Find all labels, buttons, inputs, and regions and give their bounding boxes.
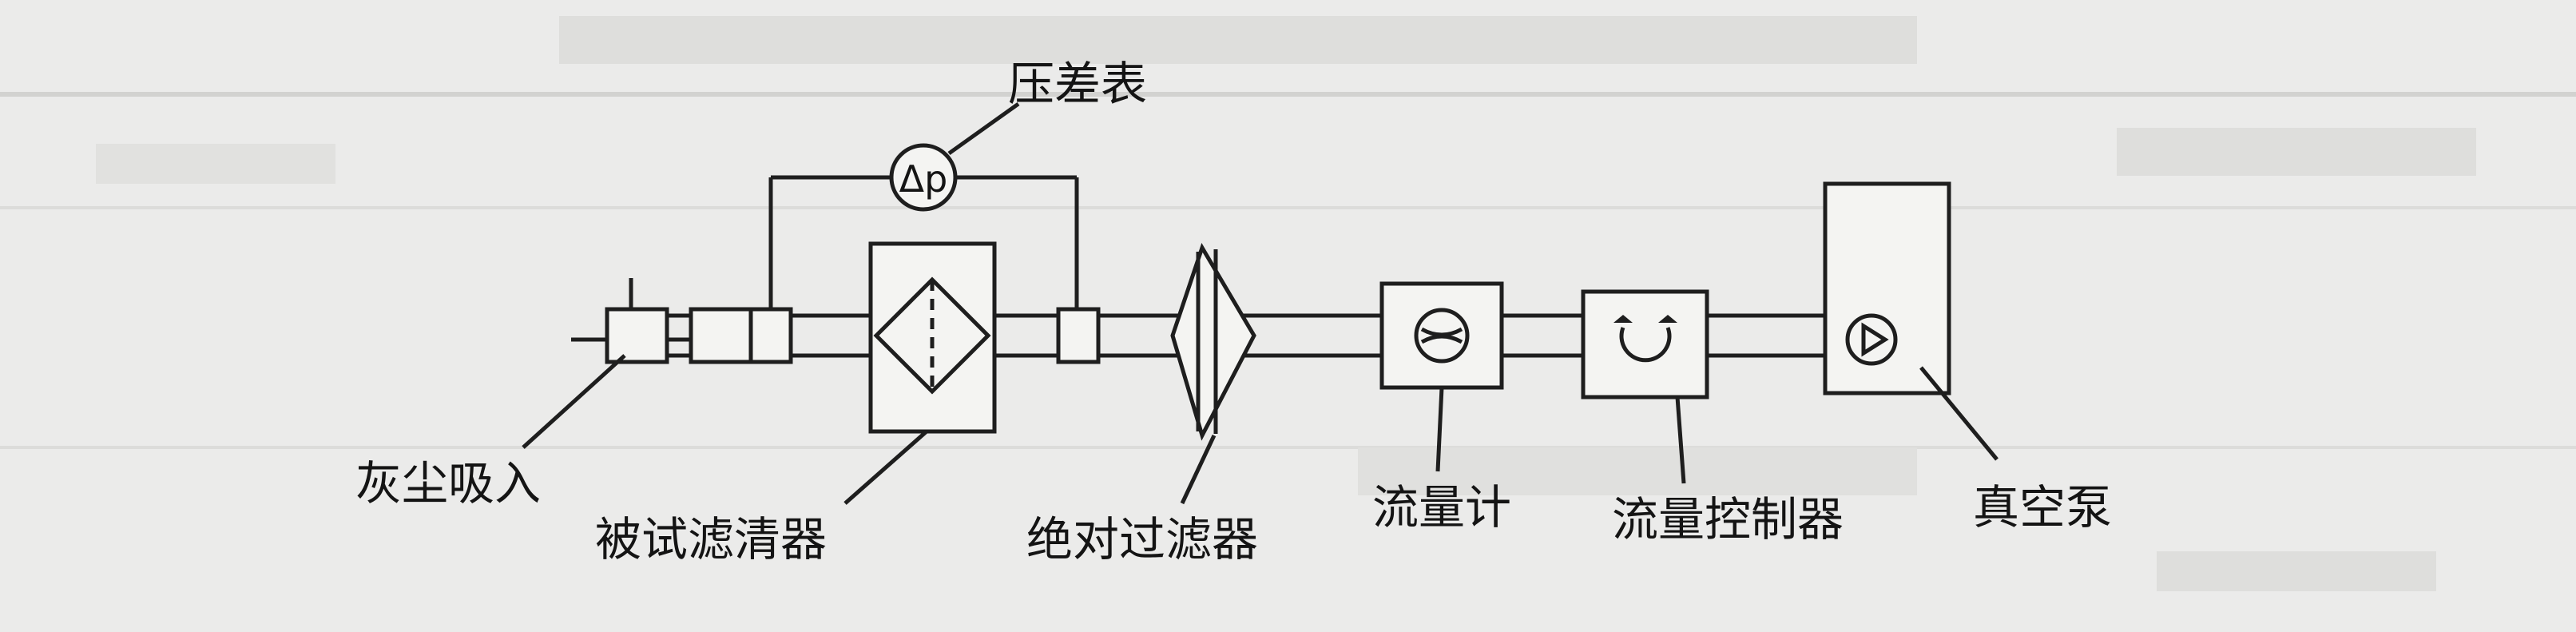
label-flow-meter: 流量计 [1372,480,1511,535]
label-pressure-gauge: 压差表 [1008,57,1147,111]
flow-controller [1581,289,1709,399]
label-absolute-filter: 绝对过滤器 [1026,512,1258,566]
vacuum-pump [1823,181,1951,395]
pressure-tap-downstream [1056,307,1101,364]
coupling-inlet [689,307,757,364]
label-vacuum-pump: 真空泵 [1973,480,2112,535]
pressure-gauge: Δp [889,143,958,212]
tested-filter [868,241,997,434]
label-tested-filter: 被试滤清器 [595,512,827,566]
pressure-tap-upstream [748,307,793,364]
dp-symbol: Δp [899,157,948,201]
absolute-filter [1170,243,1256,441]
label-flow-controller: 流量控制器 [1612,492,1844,547]
leader-lines [522,101,1998,505]
dust-intake [571,278,695,364]
flow-meter [1379,281,1504,390]
label-dust-intake: 灰尘吸入 [355,456,541,511]
